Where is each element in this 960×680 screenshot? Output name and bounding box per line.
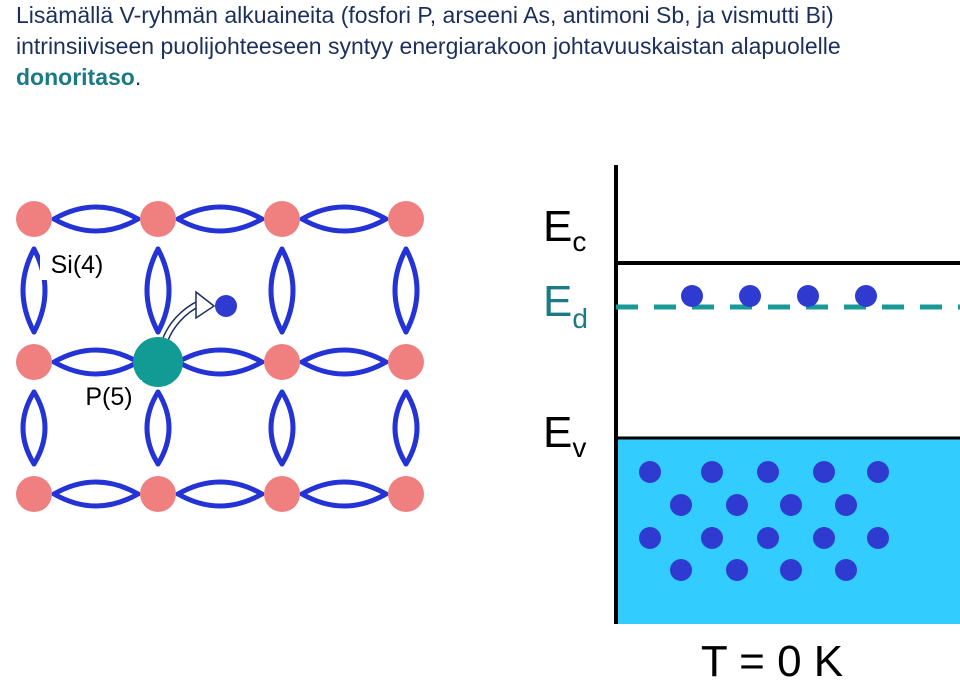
donor-electron <box>797 285 819 307</box>
valence-electron <box>639 527 661 549</box>
bond-arc <box>155 389 172 467</box>
bond-arc <box>392 246 409 335</box>
bond-arc <box>51 347 141 365</box>
donor-electrons <box>681 285 877 307</box>
p-label: P(5) <box>85 383 132 411</box>
bond-arc <box>51 359 141 377</box>
donor-electron <box>681 285 703 307</box>
bond-arc <box>403 389 420 467</box>
bond-arc <box>403 246 420 335</box>
bond-arc <box>175 491 265 509</box>
silicon-atom <box>16 201 52 237</box>
donor-electron <box>739 285 761 307</box>
si-label: Si(4) <box>51 251 104 279</box>
valence-electron <box>701 461 723 483</box>
valence-electron <box>780 494 802 516</box>
bond-arc <box>51 491 141 509</box>
bond-arc <box>175 204 265 222</box>
bond-arc <box>31 389 48 467</box>
ev-label-sub: v <box>572 432 586 463</box>
silicon-atom <box>264 344 300 380</box>
bond-arc <box>299 491 389 509</box>
valence-electron <box>813 461 835 483</box>
bond-arc <box>155 246 172 335</box>
valence-electron <box>757 527 779 549</box>
bond-arc <box>51 204 141 222</box>
valence-band <box>616 438 960 624</box>
ed-label-sub: d <box>572 303 588 334</box>
temperature-label: T = 0 K <box>701 637 843 680</box>
valence-electron <box>867 461 889 483</box>
valence-electron <box>639 461 661 483</box>
bond-arc <box>144 389 161 467</box>
silicon-atom <box>388 476 424 512</box>
bond-arc <box>20 246 37 335</box>
bond-arc <box>51 216 141 234</box>
valence-electron <box>813 527 835 549</box>
ev-label-main: E <box>543 408 572 457</box>
intro-paragraph: Lisämällä V-ryhmän alkuaineita (fosfori … <box>16 0 956 93</box>
phosphorus-atom <box>133 337 183 387</box>
silicon-atom <box>264 201 300 237</box>
silicon-atom <box>140 201 176 237</box>
bond-arc <box>175 216 265 234</box>
bond-arc <box>51 479 141 497</box>
valence-electron <box>670 559 692 581</box>
intro-period: . <box>134 64 142 90</box>
bond-arc <box>299 216 389 234</box>
bond-arc <box>31 246 48 335</box>
band-diagram: Ec Ed Ev T = 0 K <box>543 165 960 680</box>
donor-level-term: donoritaso <box>16 64 135 90</box>
bond-arc <box>268 389 285 467</box>
ec-label-main: E <box>543 202 572 251</box>
bond-arc <box>392 389 409 467</box>
si-label-bg <box>40 246 114 280</box>
valence-electron <box>701 527 723 549</box>
silicon-lattice: Si(4) P(5) <box>16 201 424 512</box>
donor-electron <box>855 285 877 307</box>
bond-arc <box>175 359 265 377</box>
silicon-atom <box>388 201 424 237</box>
silicon-atom <box>16 476 52 512</box>
covalent-bonds <box>20 204 420 509</box>
bond-arc <box>175 479 265 497</box>
bond-arc <box>279 246 296 335</box>
bond-arc <box>268 246 285 335</box>
p-label-bg <box>76 380 142 412</box>
valence-electron <box>867 527 889 549</box>
bond-arc <box>299 479 389 497</box>
valence-electron <box>780 559 802 581</box>
bond-arc <box>20 389 37 467</box>
intro-text: Lisämällä V-ryhmän alkuaineita (fosfori … <box>16 2 841 59</box>
ed-label-main: E <box>543 277 572 326</box>
bond-arc <box>175 347 265 365</box>
valence-electron <box>757 461 779 483</box>
bond-arc <box>299 204 389 222</box>
valence-electron <box>726 494 748 516</box>
valence-electron <box>726 559 748 581</box>
silicon-atom <box>16 344 52 380</box>
bond-arc <box>299 359 389 377</box>
ec-label-sub: c <box>572 226 586 257</box>
ed-label: Ed <box>543 277 588 334</box>
valence-electron <box>835 494 857 516</box>
bond-arc <box>144 246 161 335</box>
bond-arc <box>279 389 296 467</box>
silicon-atom <box>264 476 300 512</box>
free-electron <box>215 295 237 317</box>
ev-label: Ev <box>543 408 586 463</box>
lattice-atoms <box>16 201 424 512</box>
bond-arc <box>299 347 389 365</box>
silicon-atom <box>140 476 176 512</box>
valence-electrons <box>639 461 889 581</box>
valence-electron <box>835 559 857 581</box>
silicon-atom <box>388 344 424 380</box>
ec-label: Ec <box>543 202 586 257</box>
valence-electron <box>670 494 692 516</box>
